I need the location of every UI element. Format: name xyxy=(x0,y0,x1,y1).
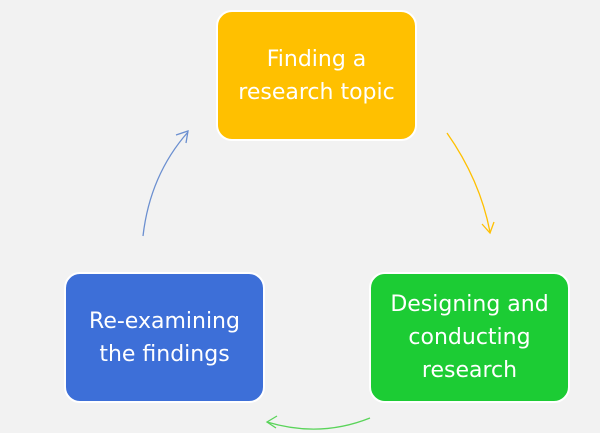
node-designing-research-label: Designing and conducting research xyxy=(390,292,549,383)
node-designing-research: Designing and conducting research xyxy=(369,272,570,403)
node-finding-topic-label: Finding a research topic xyxy=(238,46,395,105)
arrow-top-to-right xyxy=(446,132,495,235)
node-finding-topic: Finding a research topic xyxy=(216,10,417,141)
arrow-right-to-left xyxy=(265,415,371,430)
node-reexamining-findings: Re-examining the findings xyxy=(64,272,265,403)
arrow-left-to-top xyxy=(142,130,189,237)
node-reexamining-findings-label: Re-examining the findings xyxy=(89,308,240,367)
